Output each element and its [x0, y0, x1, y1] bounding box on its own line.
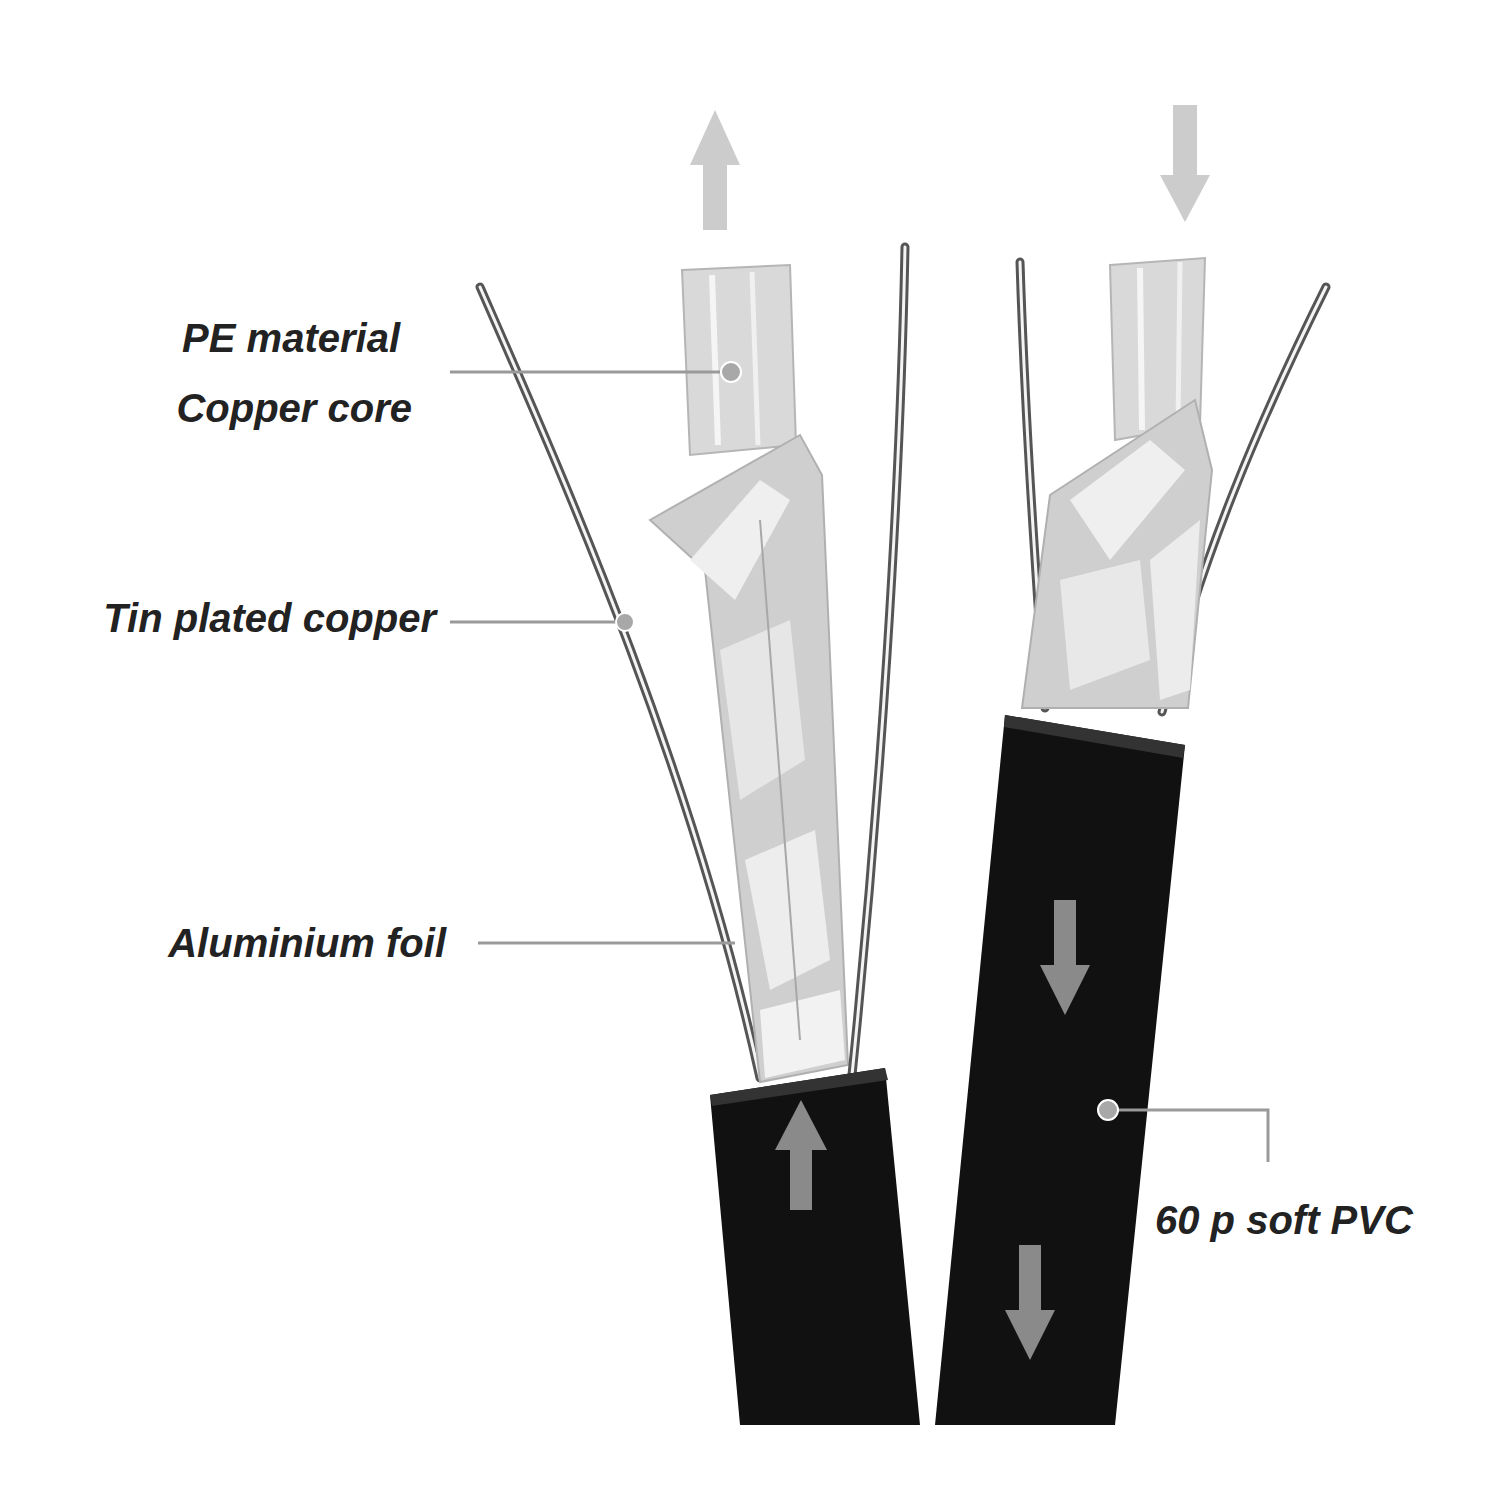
leader-dot [616, 362, 1118, 1120]
direction-arrow [690, 105, 1210, 230]
direction-arrow [775, 900, 1090, 1360]
left-cable [480, 247, 920, 1425]
callout-label: Copper core [176, 384, 412, 432]
callout-label: 60 p soft PVC [1155, 1196, 1413, 1244]
callout-label: Tin plated copper [103, 594, 436, 642]
callout-label: Aluminium foil [168, 919, 446, 967]
leader-line [450, 372, 1268, 1162]
callout-label: PE material [182, 314, 400, 362]
right-cable [935, 258, 1326, 1425]
